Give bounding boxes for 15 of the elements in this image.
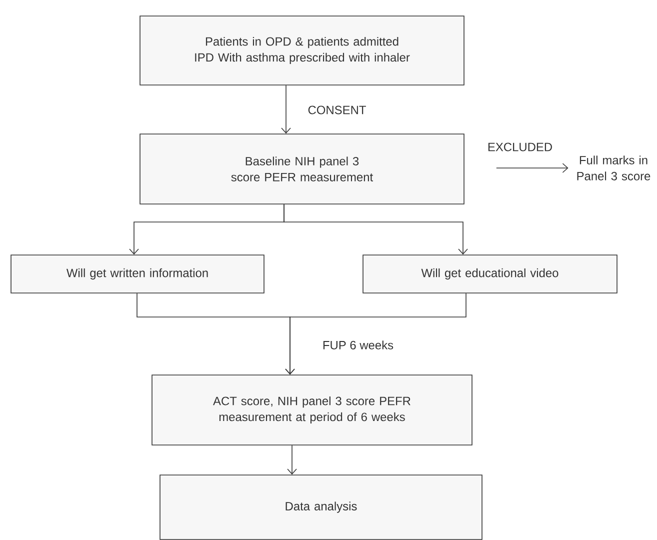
process-box: Patients in OPD & patients admitted IPD With asthma prescribed with inhaler bbox=[140, 16, 464, 86]
process-box: Data analysis bbox=[160, 474, 482, 540]
process-box: ACT score, NIH panel 3 score PEFR measurement at period of 6 weeks bbox=[152, 374, 472, 446]
arrow bbox=[285, 293, 466, 375]
arrow bbox=[496, 163, 568, 173]
process-box: Baseline NIH panel 3 score PEFR measurement bbox=[140, 134, 464, 204]
edge-label: CONSENT bbox=[306, 104, 368, 116]
process-box: Will get written information bbox=[10, 254, 264, 294]
edge-label: FUP 6 weeks bbox=[321, 340, 395, 350]
arrow bbox=[284, 204, 468, 255]
arrow bbox=[281, 85, 291, 134]
arrow bbox=[287, 445, 297, 475]
outcome-text: Full marks in Panel 3 score bbox=[577, 156, 650, 180]
edge-label: EXCLUDED bbox=[486, 142, 554, 152]
process-box: Will get educational video bbox=[362, 254, 618, 294]
